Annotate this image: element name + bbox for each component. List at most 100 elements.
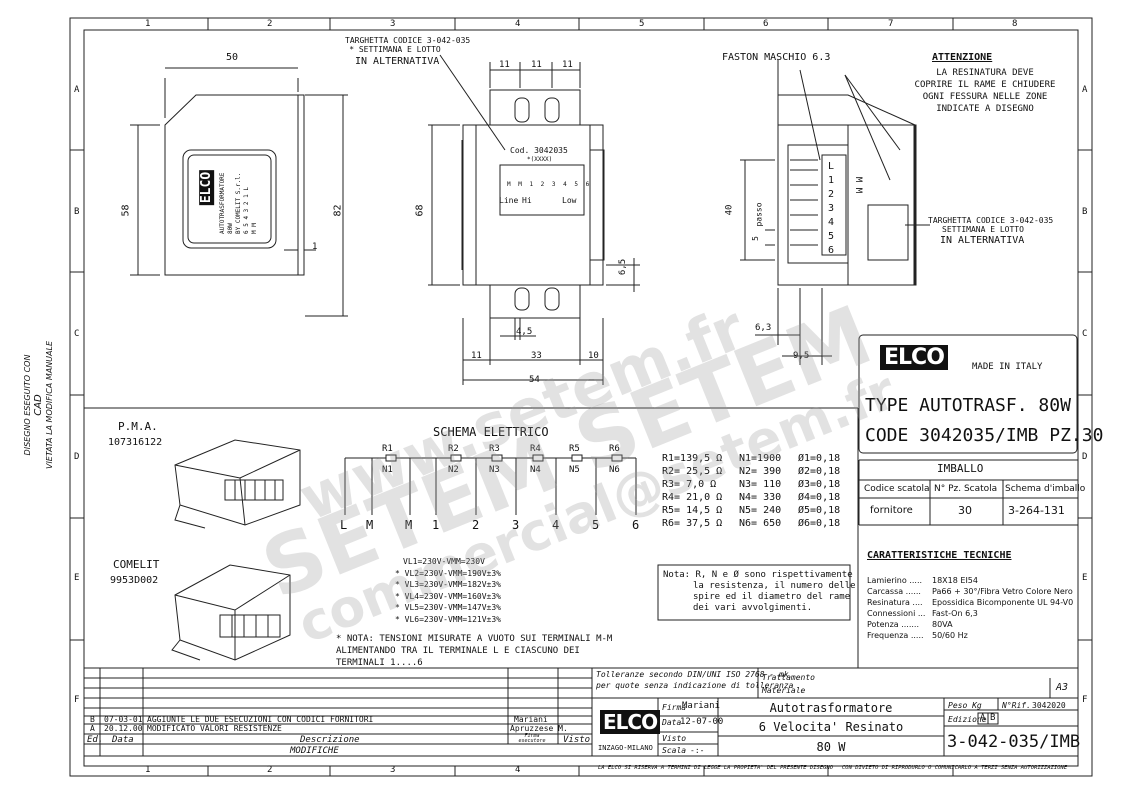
type-logo: ELCO: [880, 345, 948, 370]
imballo-v2: 30: [958, 504, 972, 517]
grid-col-1: 1: [145, 19, 151, 29]
car-value-4: Fast-On 6,3: [932, 609, 978, 618]
nameplate-brand: ELCO: [199, 169, 215, 206]
dim-11b: 11: [531, 60, 542, 70]
side-pin-4: 4: [828, 217, 835, 228]
rev-head-modifiche: MODIFICHE: [290, 746, 339, 756]
spec-r4: R4= 21,0 Ω: [662, 492, 723, 503]
imballo-h3: Schema d'imballo: [1005, 484, 1086, 494]
rev-head-ed: Ed.: [87, 735, 104, 745]
caratteristiche-values: 18X18 EI54 Pa66 + 30°/Fibra Vetro Colore…: [932, 575, 1073, 641]
attention-text: LA RESINATURA DEVE COPRIRE IL RAME E CHI…: [905, 67, 1065, 115]
caratteristiche-title: CARATTERISTICHE TECNICHE: [867, 550, 1012, 561]
comelit-title: COMELIT: [113, 558, 160, 571]
car-value-5: 80VA: [932, 620, 953, 629]
dim-10: 10: [588, 351, 599, 361]
voltage-4: * VL4=230V-VMM=160V±3%: [395, 591, 501, 601]
grid-col-3-bottom: 3: [390, 765, 396, 775]
grid-row-e-right: E: [1082, 573, 1088, 583]
imballo-v3: 3-264-131: [1008, 504, 1065, 517]
grid-col-2: 2: [267, 19, 273, 29]
dim-82: 82: [332, 204, 344, 217]
note-right-1: Nota: R, N e Ø sono rispettivamente: [663, 570, 853, 580]
title-city: INZAGO-MILANO: [598, 744, 653, 752]
attention-line4: INDICATE A DISEGNO: [936, 104, 1034, 114]
spec-o4: Ø4=0,18: [798, 492, 841, 503]
title-name3: 80 W: [816, 740, 846, 754]
peso-label: Peso Kg: [948, 701, 982, 710]
grid-row-d-right: D: [1082, 452, 1088, 462]
dim-58: 58: [120, 204, 132, 217]
schema-n2: N2: [448, 465, 459, 475]
label-right: TARGHETTA CODICE 3-042-035 SETTIMANA E L…: [928, 216, 1053, 234]
trattamento: Trattamento: [762, 673, 815, 682]
specs-n: N1=1900 N2= 390 N3= 110 N4= 330 N5= 240 …: [739, 452, 781, 530]
edizione-label: Edizione: [948, 715, 987, 724]
grid-row-f-right: F: [1082, 695, 1088, 705]
schema-r6: R6: [609, 444, 620, 454]
label-top-alt: IN ALTERNATIVA: [355, 56, 440, 67]
imballo-h1: Codice scatola: [864, 484, 930, 494]
dim-33: 33: [531, 351, 542, 361]
nrif-label: N°Rif.: [1002, 701, 1031, 710]
nameplate: ELCO AUTOTRASFORMATORE 80W BY COMELIT S.…: [193, 160, 267, 240]
front-cod: Cod. 3042035: [510, 146, 568, 155]
attention-title: ATTENZIONE: [932, 52, 993, 63]
terminal-3: 3: [512, 518, 520, 532]
note-right-2: la resistenza, il numero delle: [693, 581, 856, 591]
nameplate-text: AUTOTRASFORMATORE 80W BY COMELIT S.r.l. …: [219, 173, 259, 234]
dim-11d: 11: [471, 351, 482, 361]
toll-2: per quote senza indicazione di tolleranz…: [596, 681, 794, 690]
dim-68: 68: [414, 204, 426, 217]
schema-r3: R3: [489, 444, 500, 454]
nameplate-line1: AUTOTRASFORMATORE: [219, 172, 226, 234]
side-pin-1: 1: [828, 175, 835, 186]
attention-line3: OGNI FESSURA NELLE ZONE: [922, 92, 1048, 102]
spec-r2: R2= 25,5 Ω: [662, 466, 723, 477]
side-pins-mm: M M: [853, 176, 864, 194]
grid-col-6: 6: [763, 19, 769, 29]
voltage-1: VL1=230V-VMM=230V: [403, 557, 485, 566]
front-low: Low: [562, 196, 577, 205]
car-label-5: Potenza .......: [867, 620, 920, 629]
title-name2: 6 Velocita' Resinato: [758, 720, 904, 734]
firma-value: Mariani: [682, 701, 720, 711]
car-label-1: Lamierino .....: [867, 576, 923, 585]
dim-5: 5: [750, 236, 760, 241]
pma-code: 107316122: [108, 437, 163, 448]
schema-n4: N4: [530, 465, 541, 475]
edizione-b: B: [990, 713, 996, 723]
dim-9-5: 9,5: [793, 351, 810, 361]
schema-n1: N1: [382, 465, 393, 475]
note-bottom: * NOTA: TENSIONI MISURATE A VUOTO SUI TE…: [336, 633, 612, 669]
code-line: CODE 3042035/IMB PZ.30: [865, 425, 1104, 446]
nrif-value: 3042020: [1032, 701, 1066, 710]
car-value-2: Pa66 + 30°/Fibra Vetro Colore Nero: [932, 587, 1073, 596]
grid-row-c-right: C: [1082, 329, 1088, 339]
grid-row-a-right: A: [1082, 85, 1088, 95]
car-label-2: Carcassa ......: [867, 587, 921, 596]
firma-label: Firma: [662, 703, 687, 712]
grid-row-b: B: [74, 207, 80, 217]
data-value: 12-07-00: [680, 717, 724, 727]
car-label-4: Connessioni ...: [867, 609, 926, 618]
title-name1: Autotrasformatore: [769, 701, 893, 715]
attention-line2: COPRIRE IL RAME E CHIUDERE: [914, 80, 1056, 90]
drawing-number: 3-042-035/IMB: [947, 732, 1081, 752]
schema-r2: R2: [448, 444, 459, 454]
rev-a-ed: A: [90, 724, 95, 733]
dim-11c: 11: [562, 60, 573, 70]
grid-col-3: 3: [390, 19, 396, 29]
schema-r5: R5: [569, 444, 580, 454]
schema-r4: R4: [530, 444, 541, 454]
footer-right: CON DIVIETO DI RIPRODURLO O COMUNICARLO …: [842, 765, 1068, 771]
schema-n3: N3: [489, 465, 500, 475]
grid-row-f: F: [74, 695, 80, 705]
dim-6-5: 6,5: [618, 258, 629, 276]
front-hi: Hi: [522, 196, 532, 205]
edizione-a: A: [980, 713, 986, 723]
type-line: TYPE AUTOTRASF. 80W: [865, 395, 1071, 416]
attention-line1: LA RESINATURA DEVE: [936, 68, 1034, 78]
nameplate-line5: M M: [251, 223, 258, 234]
